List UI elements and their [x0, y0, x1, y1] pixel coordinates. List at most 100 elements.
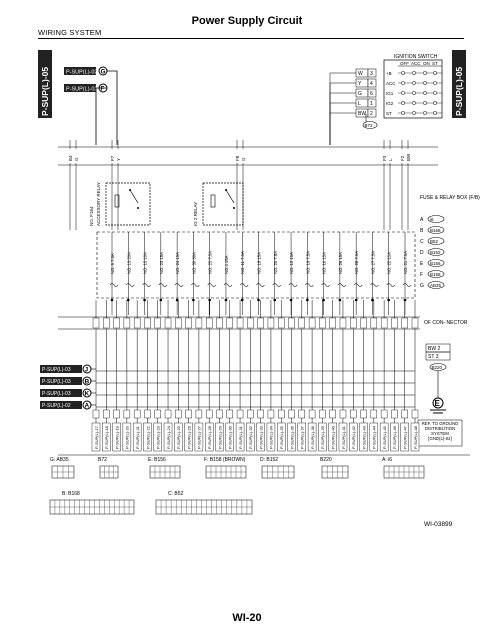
fuse-box-title: FUSE & RELAY BOX (F/B) — [420, 195, 480, 201]
fb-connector-letter: F — [420, 272, 423, 278]
top-wire-label: BW — [406, 153, 411, 161]
bus-term — [103, 409, 110, 419]
ig2-relay: IG 2 RELAY — [193, 182, 244, 226]
ig-wire-color: BW — [358, 111, 366, 117]
mode-off: OFF — [400, 61, 409, 66]
ig-wire-pin: 1 — [370, 101, 373, 107]
page-number: WI-20 — [232, 612, 262, 624]
top-wire-mask — [399, 149, 405, 163]
fuse-label: NO. 13 20A — [126, 252, 131, 274]
bus-pin — [247, 317, 254, 329]
top-ref-g-label: P-SUP(L)-02 — [66, 70, 97, 76]
joint-connector: OF CON- NECTOR BW 2 ST 3 B220 — [424, 320, 468, 371]
fuse-symbol — [207, 283, 216, 287]
fb-connector-oval — [427, 215, 445, 223]
bottom-label: P-SUP(L)-20 — [125, 425, 130, 449]
ignition-switch-connector: B72 — [365, 123, 374, 128]
bus-term — [360, 409, 367, 419]
bus-pin — [164, 317, 172, 329]
fuse-label: NO.4 15A — [224, 255, 229, 274]
ig-wire-pin: 2 — [370, 111, 373, 117]
mode-on: ON — [423, 61, 430, 66]
fb-connector-oval — [427, 226, 445, 234]
ig-pin-box — [367, 98, 377, 108]
left-ref-label: P-SUP(L)-03 — [42, 391, 71, 397]
bus-pin — [411, 317, 419, 329]
bottom-label-box — [277, 422, 286, 452]
ig-contact — [433, 81, 437, 85]
ignition-switch-title: IGNITION SWITCH — [394, 54, 438, 60]
bus-term — [380, 409, 388, 419]
bottom-label-box — [143, 422, 152, 452]
bottom-label: P-SUP(L)-25 — [176, 425, 181, 449]
fuse-label: NO. 25 7.5A — [208, 251, 213, 274]
right-side-tab: P-SUP(L)-05 — [452, 50, 466, 118]
fuse-symbol — [272, 283, 282, 287]
bus-pin — [329, 317, 336, 329]
top-wire-mask — [387, 149, 393, 163]
bus-term — [288, 409, 295, 419]
bottom-label-box — [287, 422, 296, 452]
ig-pin-box — [367, 108, 377, 118]
top-wire-mask — [67, 149, 73, 163]
fuse-label: NO. 23 15A — [159, 252, 164, 274]
ig-pin-box — [367, 68, 377, 78]
left-ref-box — [40, 365, 82, 373]
ig-wire-pin: 4 — [370, 81, 373, 87]
bus-pin — [370, 317, 378, 329]
legend-connector-label: F: B158 (BROWN) — [204, 457, 246, 463]
bottom-label: P-SUP(L)-24 — [166, 425, 171, 449]
page-title: Power Supply Circuit — [191, 15, 303, 27]
bottom-label: P-SUP(L)-47 — [403, 425, 408, 449]
top-wire-mask — [240, 149, 246, 163]
bottom-label: P-SUP(L)-26 — [186, 425, 191, 449]
bus-term — [144, 409, 151, 419]
bottom-label-box — [359, 422, 368, 452]
bottom-label-box — [266, 422, 276, 452]
bottom-label-box — [204, 422, 214, 452]
fuse-node — [338, 298, 342, 302]
fuse-node — [289, 298, 293, 302]
legend-connector-label: D: B152 — [260, 457, 278, 463]
fuse-label: NO. 11 7.5A — [240, 251, 245, 274]
fuse-node — [306, 298, 309, 302]
fuse-label: NO. 6 7.5A — [110, 253, 115, 274]
bus-term — [339, 409, 347, 419]
bottom-label: P-SUP(L)-30 — [228, 425, 233, 449]
top-wire-mask — [115, 149, 121, 163]
left-ref-label: P-SUP(L)-03 — [42, 379, 71, 385]
ig-contact — [433, 91, 437, 95]
bus-term — [123, 409, 131, 419]
left-ref-letter: B — [85, 379, 90, 386]
ig-contact — [423, 71, 427, 75]
fuse-label: NO. 26 15A — [338, 252, 343, 274]
fb-connector-code: B52 — [430, 239, 439, 244]
fuse-box-outline — [96, 231, 416, 299]
left-ref-letter: A — [85, 403, 90, 410]
bottom-label: P-SUP(L)-31 — [238, 425, 243, 449]
bus-term — [92, 409, 100, 419]
bottom-label: P-SUP(L)-48 — [413, 425, 418, 449]
ig-wire-color: G — [358, 91, 362, 97]
bottom-label: P-SUP(L)-40 — [330, 425, 335, 449]
ig-pin-box — [367, 88, 377, 98]
bottom-label-box — [338, 422, 348, 452]
bus-pin — [288, 317, 295, 329]
legend-connector-label: B: B168 — [62, 491, 80, 497]
bus-pin — [360, 317, 367, 329]
top-wire-label: F7 — [110, 155, 115, 161]
bus-pin — [123, 317, 131, 329]
ig-contact — [401, 101, 405, 105]
fuse-symbol — [158, 283, 168, 287]
figure-code: WI-03899 — [424, 521, 453, 528]
bus-term — [278, 409, 285, 419]
fuse-symbol — [353, 283, 363, 287]
bottom-label: P-SUP(L)-43 — [361, 425, 366, 449]
bottom-label-box — [410, 422, 420, 452]
bottom-label: P-SUP(L)-36 — [289, 425, 294, 449]
bottom-label: P-SUP(L)-45 — [382, 425, 387, 449]
fb-connector-code: AB35 — [430, 283, 442, 288]
